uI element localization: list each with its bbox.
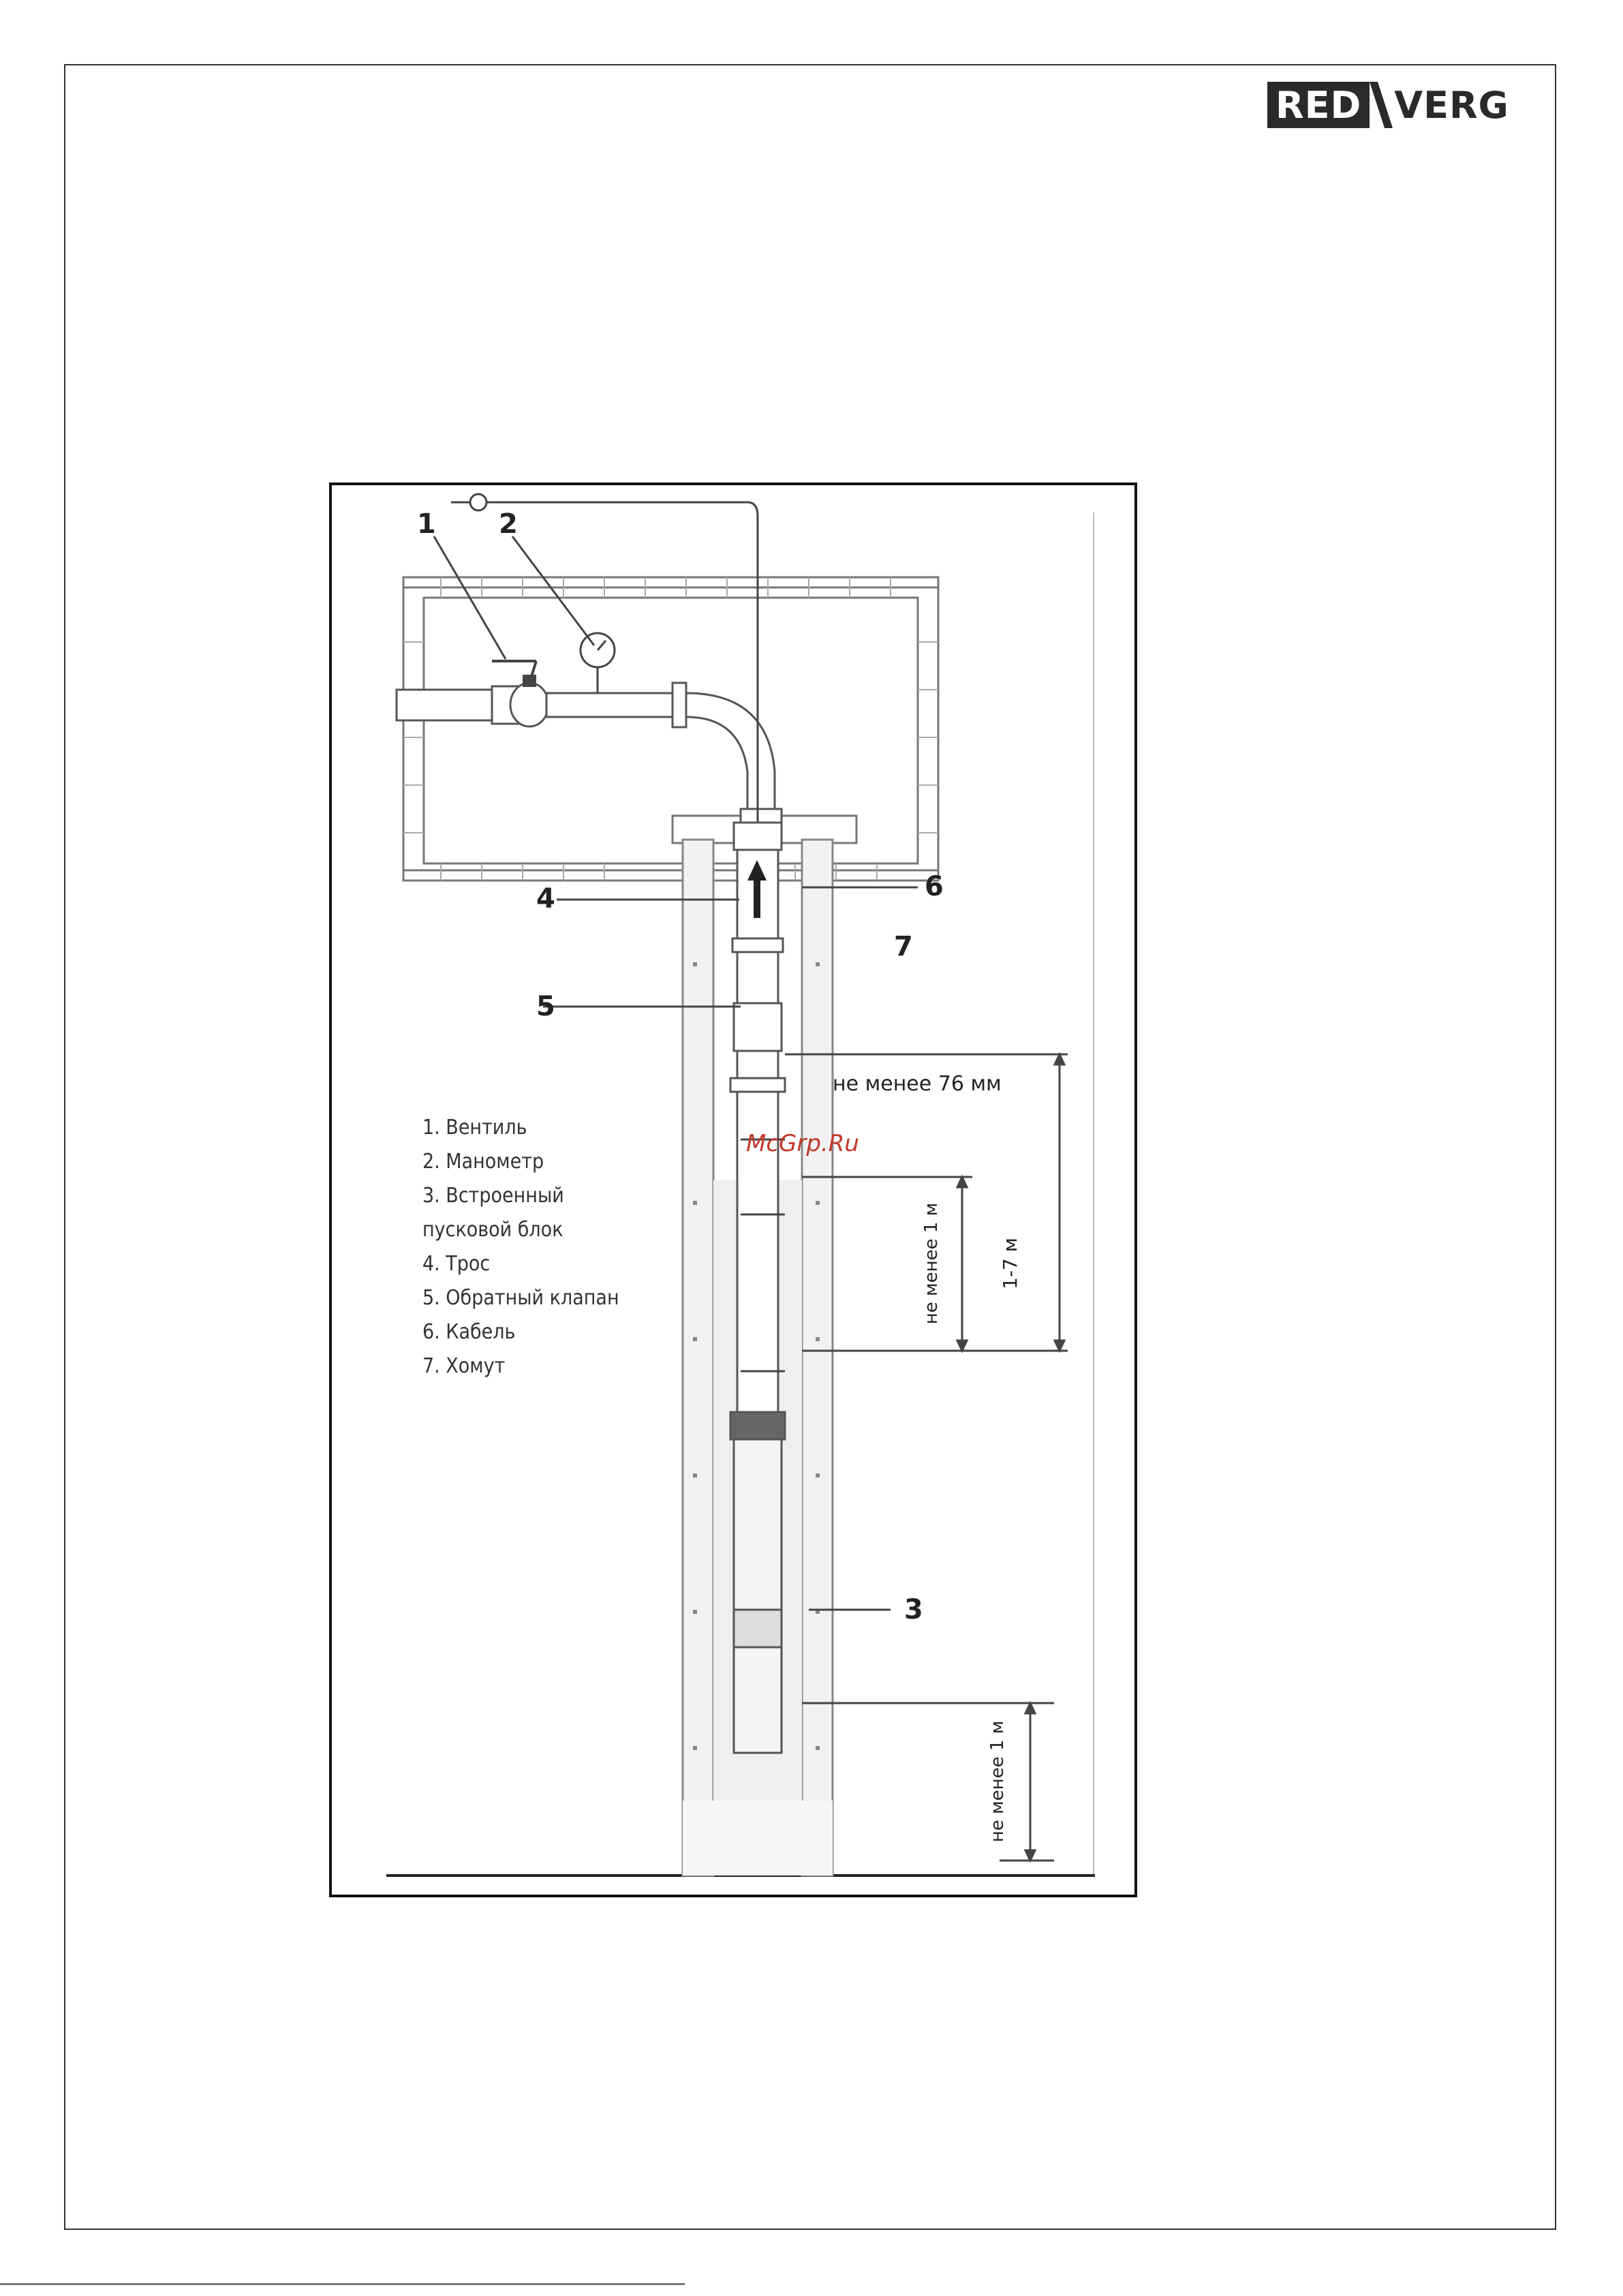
- callout-1: 1: [417, 508, 436, 540]
- dim-min-76mm: не менее 76 мм: [833, 1072, 1002, 1096]
- callout-3: 3: [904, 1594, 923, 1625]
- callout-4: 4: [536, 883, 555, 915]
- legend-item: пусковой блок: [422, 1213, 619, 1247]
- legend-item: 3. Встроенный: [422, 1179, 619, 1213]
- dim-min-1m-lower: не менее 1 м: [987, 1721, 1008, 1843]
- pump-body: [730, 1412, 785, 1753]
- legend-item: 7. Хомут: [422, 1349, 619, 1383]
- callout-6: 6: [925, 871, 944, 902]
- logo-verg-part: VERG: [1393, 82, 1509, 128]
- logo-red-part: RED: [1267, 82, 1370, 128]
- logo-slash-icon: [1370, 82, 1393, 128]
- dim-1-7m: 1-7 м: [999, 1238, 1021, 1289]
- legend: 1. Вентиль 2. Манометр 3. Встроенный пус…: [422, 1111, 619, 1383]
- brand-logo: RED VERG: [1267, 82, 1509, 128]
- legend-item: 4. Трос: [422, 1247, 619, 1281]
- watermark: McGrp.Ru: [746, 1130, 859, 1157]
- legend-item: 5. Обратный клапан: [422, 1281, 619, 1315]
- callout-5: 5: [536, 991, 555, 1022]
- legend-item: 1. Вентиль: [422, 1111, 619, 1145]
- legend-item: 6. Кабель: [422, 1315, 619, 1349]
- bottom-rule: [0, 2283, 685, 2285]
- callout-7: 7: [894, 931, 913, 962]
- callout-2: 2: [499, 508, 518, 540]
- legend-item: 2. Манометр: [422, 1145, 619, 1179]
- dim-min-1m-upper: не менее 1 м: [921, 1203, 942, 1325]
